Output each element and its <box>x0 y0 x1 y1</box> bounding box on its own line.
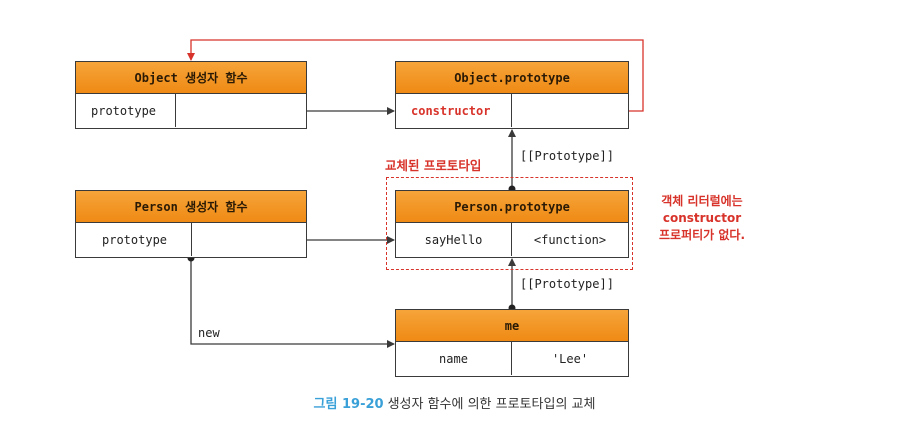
person-constructor-title: Person 생성자 함수 <box>76 191 306 223</box>
proto-link-label-bottom: [[Prototype]] <box>520 277 614 291</box>
proto-link-label-top: [[Prototype]] <box>520 149 614 163</box>
object-constructor-prop: prototype <box>91 103 157 118</box>
figure-caption-text: 생성자 함수에 의한 프로토타입의 교체 <box>387 397 596 412</box>
note-line-3: 프로퍼티가 없다. <box>658 228 746 242</box>
person-constructor-box: Person 생성자 함수 prototype <box>75 190 307 258</box>
object-prototype-constructor-value <box>511 94 628 127</box>
object-constructor-title: Object 생성자 함수 <box>76 62 306 94</box>
person-prototype-title: Person.prototype <box>396 191 628 223</box>
person-prototype-sayhello-prop: sayHello <box>424 232 483 247</box>
person-constructor-prop: prototype <box>102 232 168 247</box>
note-line-2: constructor <box>662 211 742 225</box>
object-prototype-box: Object.prototype constructor <box>395 61 629 129</box>
object-prototype-constructor-prop: constructor <box>411 103 491 118</box>
note-line-1: 객체 리터럴에는 <box>661 194 743 208</box>
new-arrow <box>190 258 395 348</box>
figure-number: 그림 19-20 <box>313 397 384 412</box>
object-constructor-box: Object 생성자 함수 prototype <box>75 61 307 129</box>
person-prototype-sayhello-value: <function> <box>511 223 628 256</box>
me-name-prop: name <box>439 351 468 366</box>
me-title: me <box>396 310 628 342</box>
replaced-prototype-label: 교체된 프로토타입 <box>385 158 482 173</box>
replaced-prototype-region <box>386 177 633 270</box>
me-box: me name 'Lee' <box>395 309 629 377</box>
person-prototype-box: Person.prototype sayHello <function> <box>395 190 629 258</box>
new-label: new <box>198 326 220 340</box>
object-literal-note: 객체 리터럴에는 constructor 프로퍼티가 없다. <box>652 193 752 244</box>
object-prototype-title: Object.prototype <box>396 62 628 94</box>
object-constructor-value <box>175 94 306 127</box>
person-constructor-value <box>191 223 306 256</box>
me-name-value: 'Lee' <box>511 342 628 375</box>
